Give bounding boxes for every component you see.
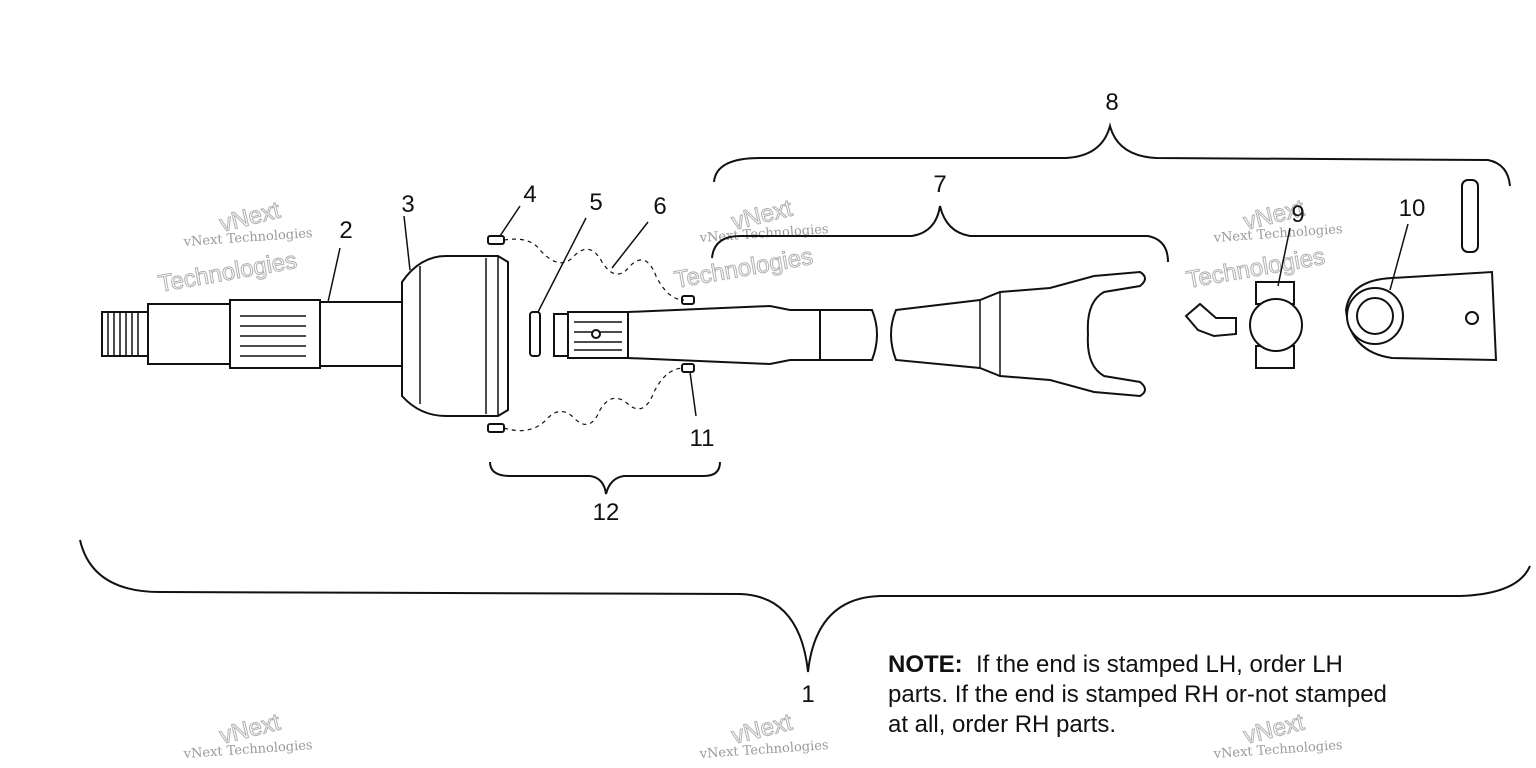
watermark-3: vNext vNext Technologies Technologies — [1184, 194, 1343, 294]
shaft-section — [147, 303, 231, 365]
thread-lines — [107, 312, 139, 356]
yoke — [890, 270, 1146, 398]
callout-2: 2 — [339, 217, 352, 244]
callout-12: 12 — [593, 499, 620, 526]
shaft-hole — [591, 329, 601, 339]
note-text-block: NOTE: If the end is stamped LH, order LH… — [888, 650, 1408, 740]
watermark-small: vNext Technologies — [1212, 738, 1343, 762]
small-clamp-upper — [681, 295, 695, 305]
watermark-small: vNext Technologies — [1212, 222, 1343, 246]
watermark-big-bottom: Technologies — [672, 243, 815, 294]
shaft-collar — [553, 313, 569, 357]
snap-ring — [529, 311, 541, 357]
callout-6: 6 — [653, 193, 666, 220]
small-clamp-lower — [681, 363, 695, 373]
cv-housing — [401, 255, 509, 417]
callout-9: 9 — [1291, 201, 1304, 228]
callout-5: 5 — [589, 189, 602, 216]
watermark-1: vNext vNext Technologies Technologies — [156, 196, 313, 298]
note-label: NOTE: — [888, 651, 963, 678]
callout-7: 7 — [933, 171, 946, 198]
pin — [1461, 179, 1479, 253]
shaft-broken-end — [819, 309, 878, 361]
cross-and-fitting — [1184, 281, 1303, 369]
inner-shaft — [553, 304, 878, 366]
callout-11: 11 — [690, 425, 715, 452]
callout-8: 8 — [1105, 89, 1118, 116]
end-yoke — [1344, 270, 1498, 362]
bracket-7 — [711, 205, 1169, 263]
bracket-1 — [79, 539, 1531, 673]
bracket-12 — [489, 461, 721, 495]
watermark-5: vNext vNext Technologies — [698, 708, 829, 762]
watermark-small: vNext Technologies — [182, 738, 313, 762]
stub-shaft — [101, 299, 403, 369]
spline-lines — [240, 315, 306, 357]
spline-section — [229, 299, 321, 369]
shaft-body — [627, 304, 821, 366]
bracket-8 — [713, 122, 1511, 187]
boot-lower — [503, 367, 685, 432]
clamp-lower — [487, 423, 505, 433]
leader-lines — [327, 205, 1409, 417]
callout-10: 10 — [1399, 195, 1426, 222]
grease-fitting — [1184, 302, 1237, 338]
clamp-upper — [487, 235, 505, 245]
watermark-2: vNext vNext Technologies Technologies — [672, 194, 829, 294]
watermark-small: vNext Technologies — [698, 738, 829, 762]
watermark-big-bottom: Technologies — [156, 247, 299, 298]
cross-body — [1249, 298, 1303, 352]
shaft-neck — [319, 301, 403, 367]
threaded-end — [101, 311, 149, 357]
watermark-4: vNext vNext Technologies — [182, 708, 313, 762]
callout-4: 4 — [523, 181, 536, 208]
callout-1: 1 — [801, 681, 814, 708]
note-body: If the end is stamped LH, order LH parts… — [888, 651, 1387, 738]
boot-upper — [503, 238, 685, 301]
callout-3: 3 — [401, 191, 414, 218]
